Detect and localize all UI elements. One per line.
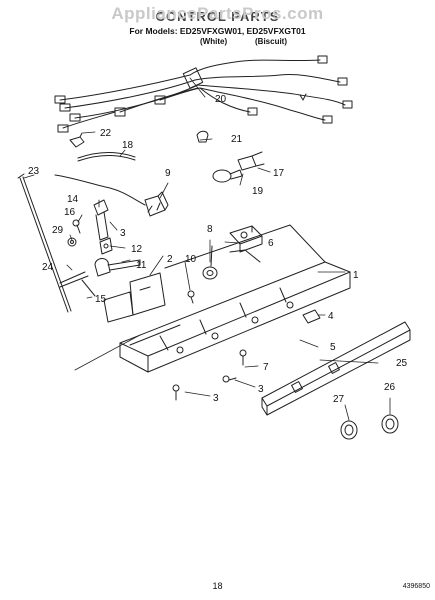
diagram-title: CONTROL PARTS [155,9,280,24]
callout-8: 8 [207,224,213,235]
callout-18: 18 [122,140,134,151]
part-clip-4 [302,309,321,324]
part-control-housing [119,224,351,373]
callout-29: 29 [52,225,64,236]
page-number: 18 [212,581,223,591]
callout-25: 25 [396,358,408,369]
callout-4: 4 [328,311,334,322]
callout-3b: 3 [258,384,264,395]
part-long-rod [17,173,72,313]
callout-17: 17 [273,168,285,179]
part-light-bulb [212,169,243,183]
part-thermostat [54,174,169,217]
callout-3a: 3 [120,228,126,239]
callout-22: 22 [100,128,112,139]
callout-2: 2 [167,254,173,265]
callout-21: 21 [231,134,243,145]
variant-biscuit: (Biscuit) [255,37,287,46]
callout-14: 14 [67,194,79,205]
part-grommet [202,245,218,280]
part-mounting-plate [103,272,166,323]
part-nut [67,237,77,247]
callout-16: 16 [64,207,76,218]
callout-10: 10 [185,254,197,265]
watermark-text: AppliancePartsPros.com [111,4,324,23]
part-lever [59,271,96,297]
part-screw-3b [222,375,237,383]
part-small-bracket [99,237,113,255]
leader-lines [23,77,391,421]
callout-11: 11 [136,260,147,271]
part-screw [72,219,81,234]
document-id: 4396850 [402,583,430,590]
callout-20: 20 [215,94,227,105]
callout-5-group: 5 [74,334,336,371]
callout-27: 27 [333,394,345,405]
part-knob-27 [340,420,358,440]
part-light-socket [237,151,265,171]
part-socket-clip [196,130,209,143]
callout-26: 26 [384,382,396,393]
callout-3c: 3 [213,393,219,404]
callout-7: 7 [263,362,269,373]
part-damper-control [94,257,141,277]
models-line: For Models: ED25VFXGW01, ED25VFXGT01 [129,26,306,36]
part-screw-3c [172,384,180,401]
part-screw-7 [239,349,247,366]
part-tube [77,152,136,162]
callout-12: 12 [131,244,143,255]
part-clip [69,132,85,148]
part-switch-block [229,225,263,253]
part-knob-26 [381,414,399,434]
callout-1: 1 [353,270,359,281]
callout-6: 6 [268,238,274,249]
callout-15: 15 [95,294,107,305]
callout-24: 24 [42,262,54,273]
part-front-panel [261,321,411,416]
callout-9: 9 [165,168,171,179]
callout-5: 5 [330,342,336,353]
part-bracket [93,199,109,241]
variant-white: (White) [200,37,228,46]
part-screw-10 [187,290,195,304]
callouts: 20 22 21 18 9 17 19 23 14 16 3 29 12 24 … [28,94,408,405]
callout-23: 23 [28,166,40,177]
callout-19: 19 [252,186,264,197]
part-wire-harness [54,55,353,133]
